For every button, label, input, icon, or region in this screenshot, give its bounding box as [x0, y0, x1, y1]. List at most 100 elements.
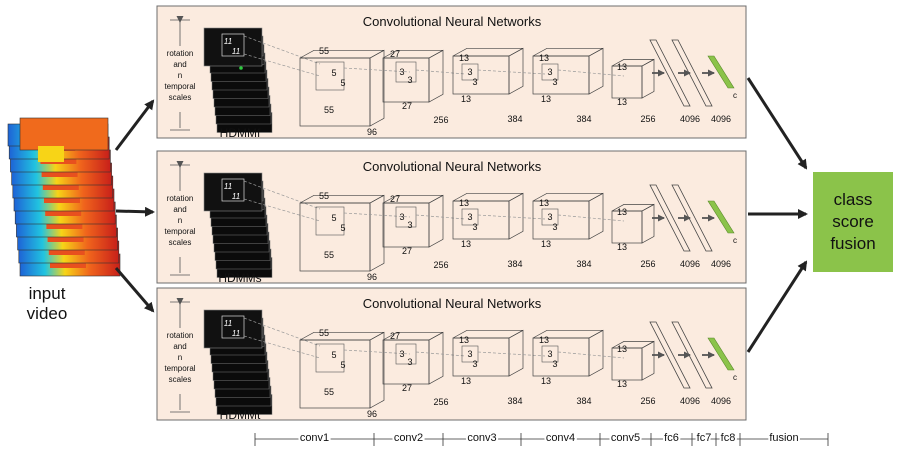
stage-label-conv2: conv2 — [394, 432, 423, 444]
hdmm-kernel-size-label: 11 — [224, 182, 232, 191]
conv2-block-front-face — [382, 57, 430, 103]
panel-title: Convolutional Neural Networks — [363, 14, 542, 29]
input-video-stack — [7, 117, 121, 277]
conv1-kernel-w-label: 5 — [340, 360, 345, 370]
stage-label-conv4: conv4 — [546, 432, 575, 444]
conv3-depth-label: 384 — [507, 396, 522, 406]
conv5-depth-label: 256 — [640, 114, 655, 124]
side-label-line: temporal — [164, 82, 195, 91]
conv4-height-label: 13 — [539, 53, 549, 63]
conv-connector — [415, 69, 466, 75]
conv1-width-label: 55 — [324, 387, 334, 397]
arrow-input-to-panel-1 — [114, 99, 155, 151]
side-label-line: temporal — [164, 227, 195, 236]
conv1-block-front-face — [299, 202, 371, 272]
input-figure-head — [38, 146, 64, 162]
cnn-panel-1: Convolutional Neural Networksrotationand… — [156, 5, 747, 140]
arrow-input-to-panel-2 — [115, 206, 155, 217]
conv4-depth-label: 384 — [576, 396, 591, 406]
conv2-kernel-h-label: 3 — [399, 67, 404, 77]
conv5-block-front-face — [611, 347, 643, 381]
conv4-kernel-h-label: 3 — [547, 212, 552, 222]
class-score-fusion-box — [813, 172, 893, 272]
conv3-block-front-face — [452, 200, 510, 240]
input-label-line2: video — [27, 304, 68, 323]
conv5-width-label: 13 — [617, 242, 627, 252]
fc7-layer — [671, 39, 713, 107]
conv5-block-front-face — [611, 65, 643, 99]
conv-connector — [343, 212, 411, 218]
stage-label-fc8: fc8 — [721, 432, 736, 444]
conv3-kernel — [461, 63, 479, 81]
conv3-depth-label: 384 — [507, 114, 522, 124]
conv4-block-front-face — [532, 55, 590, 95]
stage-label-fusion: fusion — [769, 432, 798, 444]
conv2-kernel-h-label: 3 — [399, 212, 404, 222]
conv3-depth-label: 384 — [507, 259, 522, 269]
stage-label-conv3: conv3 — [467, 432, 496, 444]
conv5-width-label: 13 — [617, 379, 627, 389]
side-label-line: temporal — [164, 364, 195, 373]
conv4-kernel — [541, 208, 559, 226]
conv3-width-label: 13 — [461, 94, 471, 104]
conv1-kernel-h-label: 5 — [331, 350, 336, 360]
conv2-depth-label: 256 — [433, 115, 448, 125]
conv1-height-label: 55 — [319, 328, 329, 338]
hdmm-highlight-dot — [239, 66, 243, 70]
fc7-size-label: 4096 — [711, 114, 731, 124]
conv4-kernel-h-label: 3 — [547, 67, 552, 77]
side-label-line: scales — [169, 375, 192, 384]
fc8-layer — [707, 55, 735, 89]
conv1-kernel — [315, 61, 345, 91]
fc7-layer — [671, 184, 713, 252]
side-label-line: and — [173, 342, 186, 351]
conv5-width-label: 13 — [617, 97, 627, 107]
conv2-depth-label: 256 — [433, 397, 448, 407]
conv2-block-front-face — [382, 202, 430, 248]
fc7-size-label: 4096 — [711, 396, 731, 406]
conv5-depth-label: 256 — [640, 396, 655, 406]
fc6-size-label: 4096 — [680, 114, 700, 124]
conv1-kernel — [315, 206, 345, 236]
conv4-depth-label: 384 — [576, 114, 591, 124]
conv4-kernel-w-label: 3 — [552, 77, 557, 87]
conv2-width-label: 27 — [402, 383, 412, 393]
input-label-line1: input — [29, 284, 66, 303]
fc6-size-label: 4096 — [680, 259, 700, 269]
conv-connector — [557, 351, 625, 359]
conv3-height-label: 13 — [459, 335, 469, 345]
conv1-kernel-w-label: 5 — [340, 223, 345, 233]
conv-connector — [477, 69, 546, 75]
side-label-line: rotation — [167, 194, 194, 203]
fc6-layer — [649, 39, 691, 107]
hdmm-stack-label: HDMMs — [218, 271, 261, 285]
conv1-depth-label: 96 — [367, 127, 377, 137]
conv2-height-label: 27 — [390, 49, 400, 59]
side-label-line: rotation — [167, 49, 194, 58]
fusion-label-line2: score — [832, 212, 874, 231]
conv2-kernel-w-label: 3 — [407, 75, 412, 85]
conv5-height-label: 13 — [617, 62, 627, 72]
conv-connector — [343, 349, 411, 355]
cnn-panel-2: Convolutional Neural Networksrotationand… — [156, 150, 747, 285]
fc6-size-label: 4096 — [680, 396, 700, 406]
hdmm-kernel-size-label: 11 — [232, 329, 240, 338]
conv4-kernel-w-label: 3 — [552, 359, 557, 369]
conv5-depth-label: 256 — [640, 259, 655, 269]
conv3-kernel — [461, 345, 479, 363]
hdmm-kernel-window — [221, 178, 245, 202]
conv4-block-front-face — [532, 200, 590, 240]
conv2-depth-label: 256 — [433, 260, 448, 270]
conv-connector — [343, 67, 411, 73]
fc6-layer — [649, 321, 691, 389]
conv1-width-label: 55 — [324, 105, 334, 115]
conv3-kernel-h-label: 3 — [467, 212, 472, 222]
cnn-panel-3: Convolutional Neural Networksrotationand… — [156, 287, 747, 422]
conv4-block-front-face — [532, 337, 590, 377]
conv3-height-label: 13 — [459, 53, 469, 63]
conv1-kernel-h-label: 5 — [331, 68, 336, 78]
hdmm-kernel-size-label: 11 — [232, 47, 240, 56]
